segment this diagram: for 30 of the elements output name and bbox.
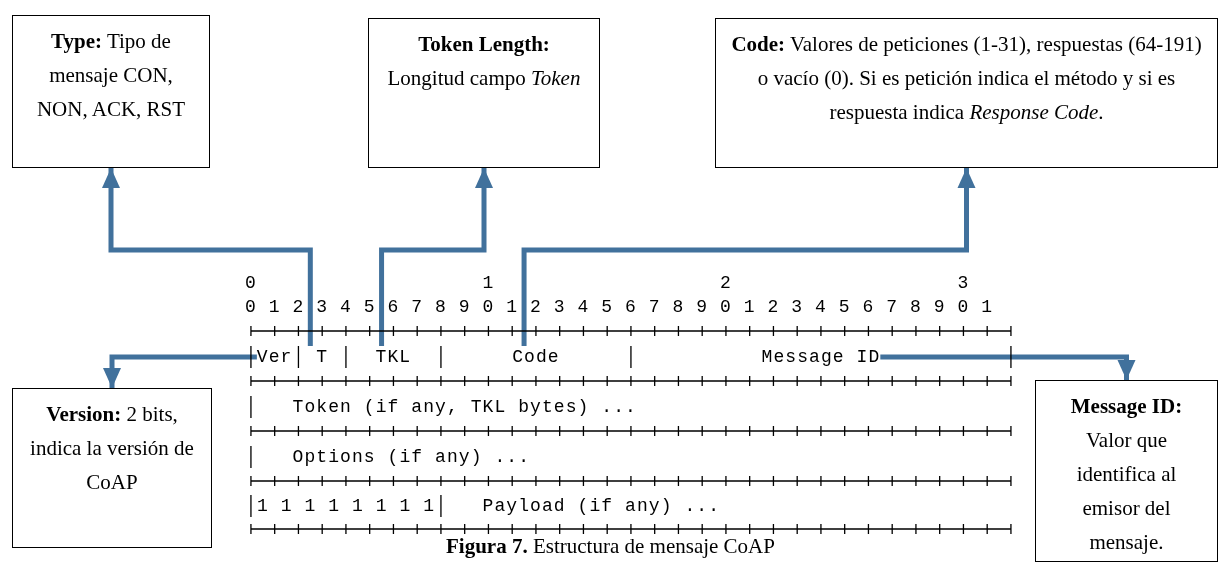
callout-box: [1035, 380, 1218, 562]
bit-number: 3: [957, 272, 970, 294]
figure-caption: Figura 7. Estructura de mensaje CoAP: [446, 534, 775, 558]
field-name: 1 1 1 1 1 1 1 1: [256, 495, 436, 517]
callout-text: Token Length: Longitud campo Token: [386, 31, 582, 92]
callout-text: Version: 2 bits, indica la versión de CoAP: [29, 401, 195, 496]
callout-box: [12, 388, 212, 548]
bit-number: 0: [245, 272, 257, 294]
callout-box: [368, 18, 600, 168]
leader-arrow: [880, 354, 1136, 380]
callout-text: Code: Valores de peticiones (1-31), respuestas (64-191) o vacío (0). Si es petición indica el método y si es respuesta indica Response Code.: [730, 31, 1203, 126]
field-name: Token (if any, TKL bytes) ...: [292, 396, 637, 418]
field-name: TKL: [375, 346, 412, 368]
bit-number: 2: [720, 272, 732, 294]
leader-arrow: [102, 168, 313, 346]
callout-box: [12, 15, 210, 168]
field-name: T: [316, 346, 329, 368]
leader-arrow: [379, 168, 493, 346]
bit-number: 0 1 2 3 4 5 6 7 8 9 0 1 2 3 4 5 6 7 8 9 0 1 2 3 4 5 6 7 8 9 0 1: [245, 296, 994, 318]
field-name: Options (if any) ...: [292, 446, 531, 468]
callout-box: [715, 18, 1218, 168]
field-name: Ver: [256, 346, 293, 368]
bit-number: 1: [482, 272, 495, 294]
leader-arrow: [521, 168, 976, 346]
field-name: Message ID: [761, 346, 881, 368]
field-name: Payload (if any) ...: [482, 495, 721, 517]
field-name: Code: [512, 346, 560, 368]
leader-arrow: [103, 354, 257, 388]
callout-text: Message ID: Valor que identifica al emisor del mensaje.: [1069, 393, 1184, 556]
callout-text: Type: Tipo de mensaje CON, NON, ACK, RST: [35, 28, 187, 123]
